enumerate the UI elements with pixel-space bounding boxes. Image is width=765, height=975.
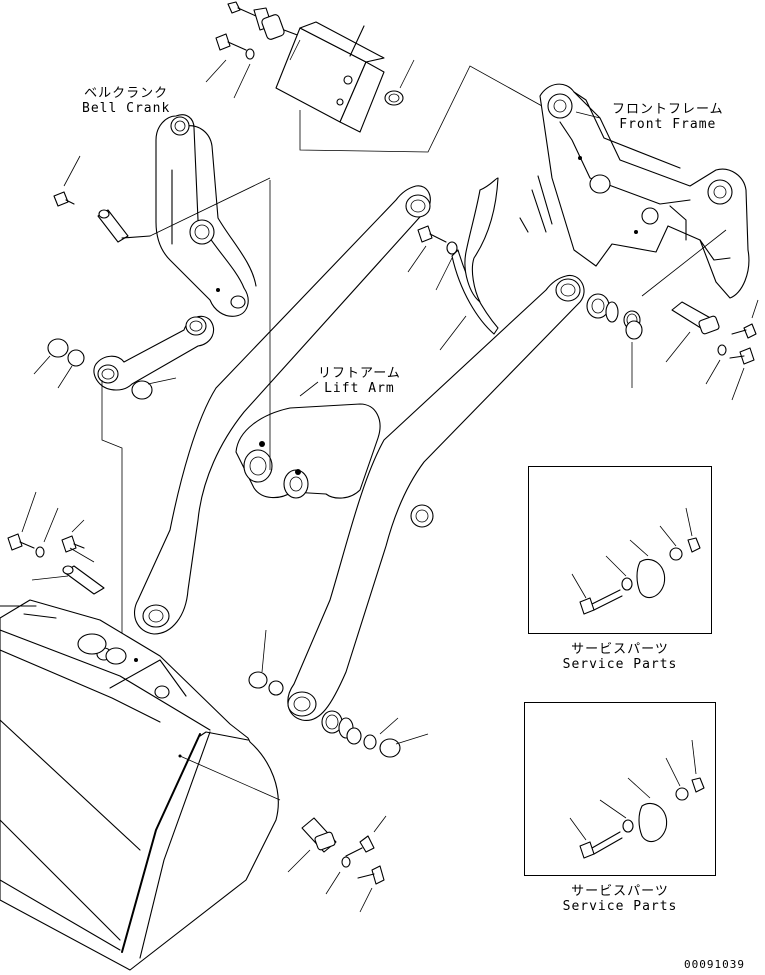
front-frame-label: フロントフレーム Front Frame [612, 102, 724, 132]
lift-arm-bolt [407, 225, 458, 291]
bell-crank [155, 114, 257, 317]
service-parts-caption-1-jp: サービスパーツ [571, 642, 669, 657]
link-rod-caps [33, 338, 177, 400]
bell-crank-grease-fitting [53, 155, 81, 207]
service-parts-2-items [569, 739, 705, 859]
bell-crank-pin [97, 177, 271, 243]
bucket-pin-fittings [7, 491, 105, 595]
frame-bolts [705, 299, 759, 401]
service-parts-caption-2: サービスパーツ Service Parts [560, 884, 680, 914]
service-parts-caption-2-en: Service Parts [562, 899, 678, 914]
bell-crank-label: ベルクランク Bell Crank [82, 86, 170, 116]
top-snap-ring [384, 59, 415, 106]
front-frame [519, 83, 750, 299]
service-parts-caption-1-en: Service Parts [562, 657, 678, 672]
top-sensor-fitting [227, 1, 301, 40]
service-parts-caption-1: サービスパーツ Service Parts [560, 642, 680, 672]
bell-crank-label-jp: ベルクランク [84, 86, 169, 101]
curved-plate [439, 177, 499, 351]
lift-arm-label: リフトアーム Lift Arm [318, 366, 401, 396]
lift-arm-label-en: Lift Arm [324, 381, 395, 396]
frame-pin [665, 301, 720, 363]
top-bracket [275, 21, 385, 133]
link-rod [93, 315, 215, 391]
front-frame-label-jp: フロントフレーム [612, 102, 724, 117]
frame-bushing [586, 293, 643, 388]
service-parts-1-items [571, 507, 701, 615]
lift-arm-label-jp: リフトアーム [318, 366, 401, 381]
lift-arm [134, 185, 585, 722]
service-parts-box-2 [524, 702, 716, 876]
front-frame-label-en: Front Frame [619, 117, 717, 132]
drawing-number: 00091039 [684, 958, 745, 971]
top-bolt [205, 33, 255, 99]
bucket [0, 599, 281, 971]
bell-crank-label-en: Bell Crank [82, 101, 171, 116]
bucket-hinge-pin [287, 815, 387, 913]
service-parts-caption-2-jp: サービスパーツ [571, 884, 669, 899]
lower-pin-seals [248, 629, 429, 758]
service-parts-box-1 [528, 466, 712, 634]
